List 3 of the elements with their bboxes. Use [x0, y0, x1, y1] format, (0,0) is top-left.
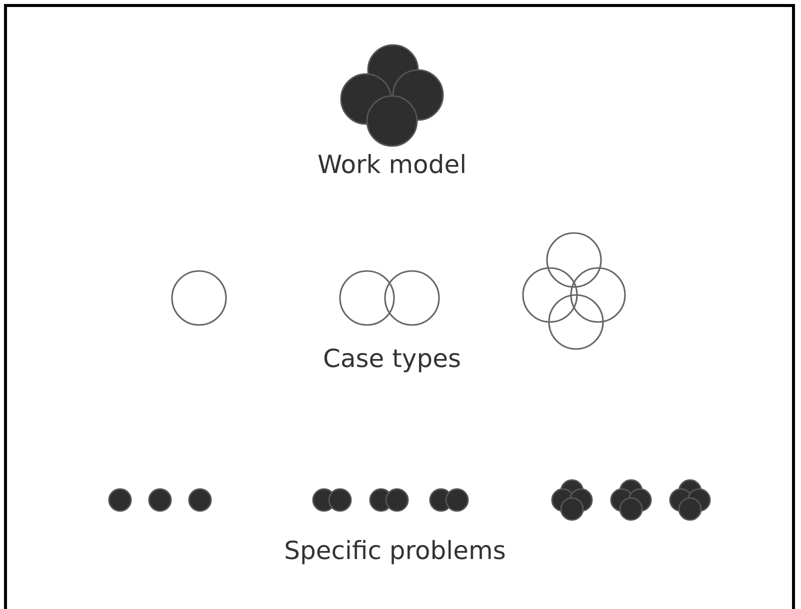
caption-text: Case types	[323, 344, 461, 373]
caption-text: Work model	[317, 150, 467, 179]
caption-text: Specific problems	[284, 536, 506, 565]
